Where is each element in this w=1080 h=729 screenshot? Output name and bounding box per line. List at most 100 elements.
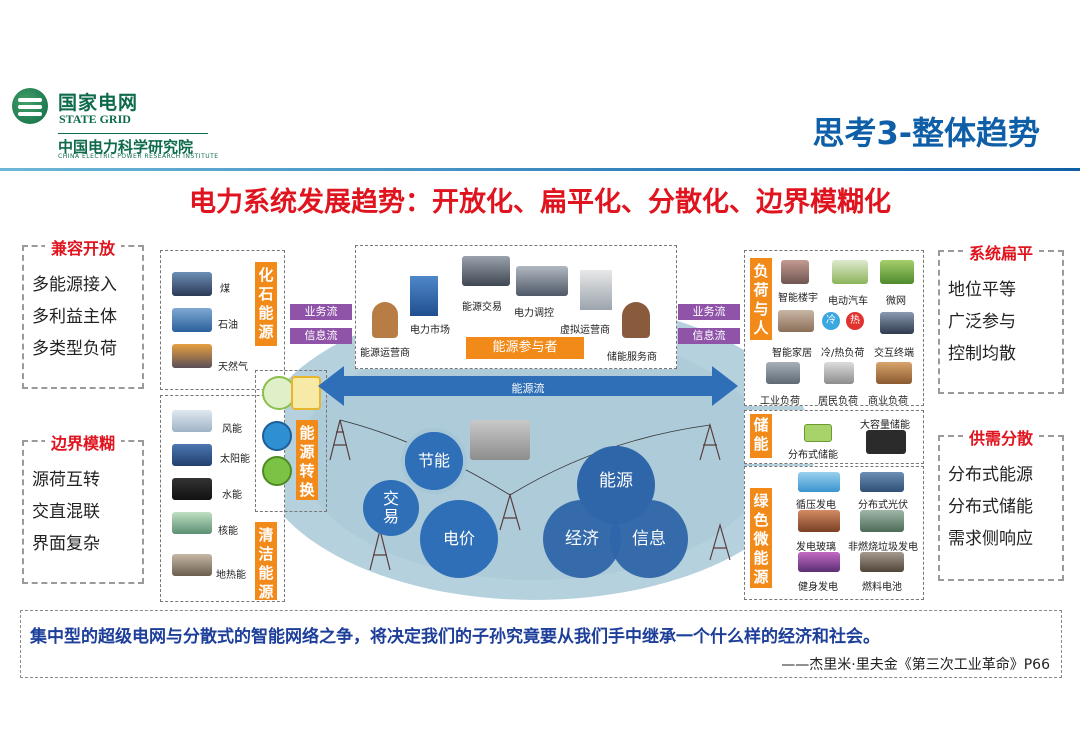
green-item: 健身发电 — [798, 582, 838, 593]
storage-tab: 储能 — [750, 414, 772, 458]
load-item: 商业负荷 — [868, 396, 908, 407]
business-flow-label-right: 业务流 — [692, 305, 726, 318]
participant-label: 电力调控 — [514, 308, 554, 319]
right-box-item: 控制均散 — [948, 344, 1016, 364]
clean-item: 地热能 — [216, 570, 246, 581]
waste-generation-icon — [860, 510, 904, 532]
plug-icon — [262, 376, 296, 410]
info-flow-label-right: 信息流 — [692, 329, 726, 342]
info-flow-label: 信息流 — [304, 329, 338, 342]
storage-service-person-icon — [622, 302, 650, 338]
gas-image-icon — [172, 344, 212, 368]
fossil-item: 石油 — [218, 320, 238, 331]
participants-banner: 能源参与者 — [466, 337, 584, 359]
org-name-cn: 国家电网 — [58, 92, 139, 114]
right-box-item: 分布式储能 — [948, 497, 1033, 517]
dispatch-center-icon — [516, 266, 568, 296]
gear-label: 交易 — [382, 489, 399, 526]
left-box-item: 多利益主体 — [32, 307, 117, 327]
load-item: 微网 — [886, 296, 906, 307]
right-box-item: 分布式能源 — [948, 465, 1033, 485]
green-item: 燃料电池 — [862, 582, 902, 593]
power-glass-icon — [798, 510, 840, 532]
commercial-load-icon — [876, 362, 912, 384]
clean-energy-tab: 清洁能源 — [255, 522, 277, 601]
clean-item: 水能 — [222, 490, 242, 501]
price-gear-icon: 电价 — [420, 500, 498, 578]
geothermal-image-icon — [172, 554, 212, 576]
interactive-terminal-icon — [880, 312, 914, 334]
large-battery-icon — [866, 430, 906, 454]
header-divider — [58, 133, 208, 134]
right-box-item: 广泛参与 — [948, 312, 1016, 332]
market-building-icon — [410, 276, 438, 316]
energy-conversion-box — [255, 370, 327, 512]
left-box-compatible-open: 兼容开放 多能源接入 多利益主体 多类型负荷 — [22, 235, 144, 389]
right-box-title: 供需分散 — [962, 425, 1040, 449]
left-box-item: 源荷互转 — [32, 470, 100, 490]
load-item: 工业负荷 — [760, 396, 800, 407]
clean-item: 太阳能 — [220, 454, 250, 465]
green-item: 分布式光伏 — [858, 500, 908, 511]
operator-person-icon — [372, 302, 398, 338]
load-item: 居民负荷 — [818, 396, 858, 407]
fossil-item: 天然气 — [218, 362, 248, 373]
smart-building-icon — [781, 260, 809, 284]
distributed-pv-icon — [860, 472, 904, 492]
participant-label: 虚拟运营商 — [560, 325, 610, 336]
energy-flow-arrow — [318, 366, 738, 406]
participant-label: 能源交易 — [462, 302, 502, 313]
nuclear-image-icon — [172, 512, 212, 534]
left-box-item: 交直混联 — [32, 502, 100, 522]
pressure-generation-icon — [798, 472, 840, 492]
storage-item: 分布式储能 — [788, 450, 838, 461]
hot-badge: 热 — [846, 312, 864, 330]
clean-item: 核能 — [218, 526, 238, 537]
green-item: 非燃烧垃圾发电 — [848, 542, 918, 553]
fitness-generation-icon — [798, 552, 840, 572]
right-box-item: 地位平等 — [948, 280, 1016, 300]
battery-icon — [804, 424, 832, 442]
quote-citation: ——杰里米·里夫金《第三次工业革命》P66 — [781, 657, 1050, 673]
institute-name-cn: 中国电力科学研究院 — [58, 138, 194, 156]
left-box-item: 界面复杂 — [32, 534, 100, 554]
load-people-tab: 负荷与人 — [750, 258, 772, 340]
wind-image-icon — [172, 410, 212, 432]
left-box-title: 兼容开放 — [44, 235, 122, 259]
right-box-item: 需求侧响应 — [948, 529, 1033, 549]
right-box-system-flat: 系统扁平 地位平等 广泛参与 控制均散 — [938, 240, 1064, 394]
load-item: 智能家居 — [772, 348, 812, 359]
business-flow-label: 业务流 — [304, 305, 338, 318]
left-box-boundary-blur: 边界模糊 源荷互转 交直混联 界面复杂 — [22, 430, 144, 584]
business-flow-arrow-right — [678, 304, 740, 320]
fuel-cell-icon — [860, 552, 904, 572]
coal-image-icon — [172, 272, 212, 296]
cold-badge: 冷 — [822, 312, 840, 330]
energy-saving-gear-icon: 节能 — [405, 432, 463, 490]
storage-item: 大容量储能 — [860, 420, 910, 431]
participant-label: 能源运营商 — [360, 348, 410, 359]
information-circle: 信息 — [610, 500, 688, 578]
fossil-item: 煤 — [220, 284, 230, 295]
substation-icon — [470, 420, 530, 460]
energy-conversion-tab: 能源转换 — [296, 420, 318, 500]
quote-text: 集中型的超级电网与分散式的智能网络之争，将决定我们的子孙究竟要从我们手中继承一个… — [30, 627, 880, 647]
energy-flow-label: 能源流 — [511, 382, 545, 395]
quote-box — [20, 610, 1062, 678]
participant-label: 储能服务商 — [607, 352, 657, 363]
green-item: 发电玻璃 — [796, 542, 836, 553]
participant-label: 电力市场 — [410, 325, 450, 336]
header-rule — [0, 168, 1080, 171]
trading-gear-icon: 交易 — [363, 480, 419, 536]
solar-image-icon — [172, 444, 212, 466]
org-name-en: STATE GRID — [59, 112, 131, 126]
fossil-energy-tab: 化石能源 — [255, 262, 277, 346]
lightning-icon — [262, 456, 292, 486]
clean-item: 风能 — [222, 424, 242, 435]
load-item: 冷/热负荷 — [821, 348, 865, 359]
left-box-item: 多类型负荷 — [32, 339, 117, 359]
economy-circle: 经济 — [543, 500, 621, 578]
right-box-title: 系统扁平 — [962, 240, 1040, 264]
load-item: 交互终端 — [874, 348, 914, 359]
virtual-operator-icon — [580, 270, 612, 310]
